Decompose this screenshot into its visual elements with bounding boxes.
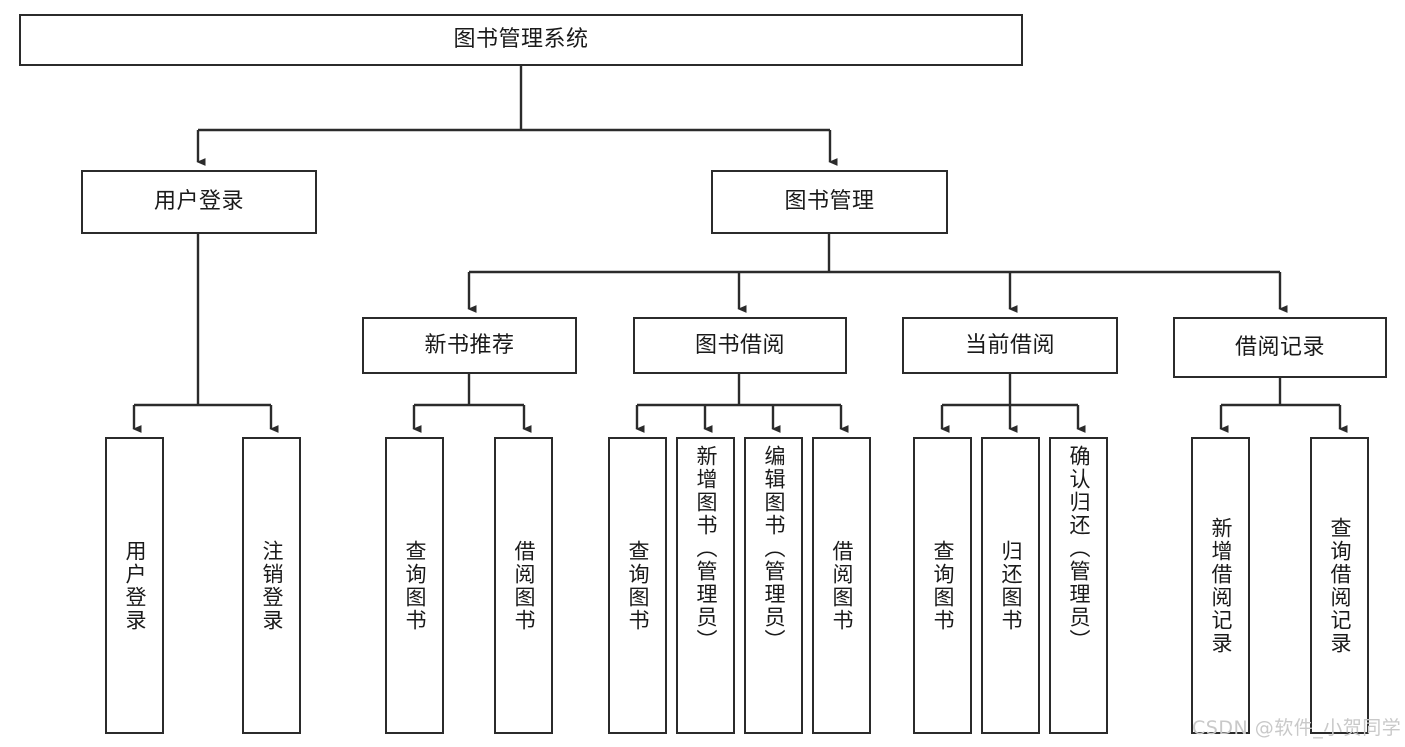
leaf-label: 查询图书 <box>625 539 650 632</box>
node-book-management[interactable]: 图书管理 <box>711 170 948 234</box>
leaf-current-confirm-return[interactable]: 确认归还（管理员） <box>1049 437 1108 734</box>
node-book-borrow-label: 图书借阅 <box>694 332 785 358</box>
watermark-text: CSDN @软件_小贺同学 <box>1192 717 1402 739</box>
node-borrow-record[interactable]: 借阅记录 <box>1173 317 1387 378</box>
node-root-label: 图书管理系统 <box>453 27 589 53</box>
node-new-book-recommend-label: 新书推荐 <box>424 332 515 358</box>
node-current-borrow[interactable]: 当前借阅 <box>902 317 1118 374</box>
leaf-label: 借阅图书 <box>511 539 536 632</box>
leaf-borrow-query-book[interactable]: 查询图书 <box>608 437 667 734</box>
leaf-borrow-borrow-book[interactable]: 借阅图书 <box>812 437 871 734</box>
node-new-book-recommend[interactable]: 新书推荐 <box>362 317 577 374</box>
leaf-label: 新增借阅记录 <box>1208 516 1233 655</box>
leaf-label: 新增图书（管理员） <box>693 445 718 652</box>
leaf-label: 注销登录 <box>259 539 284 632</box>
leaf-new-book-query[interactable]: 查询图书 <box>385 437 444 734</box>
leaf-label: 查询图书 <box>402 539 427 632</box>
node-borrow-record-label: 借阅记录 <box>1234 334 1325 360</box>
leaf-record-add[interactable]: 新增借阅记录 <box>1191 437 1250 734</box>
leaf-new-book-borrow[interactable]: 借阅图书 <box>494 437 553 734</box>
leaf-borrow-add-book[interactable]: 新增图书（管理员） <box>676 437 735 734</box>
leaf-label: 借阅图书 <box>829 539 854 632</box>
leaf-user-login-logout[interactable]: 注销登录 <box>242 437 301 734</box>
node-book-borrow[interactable]: 图书借阅 <box>633 317 847 374</box>
leaf-current-return-book[interactable]: 归还图书 <box>981 437 1040 734</box>
node-book-management-label: 图书管理 <box>784 189 875 215</box>
node-root[interactable]: 图书管理系统 <box>19 14 1023 66</box>
leaf-label: 确认归还（管理员） <box>1066 445 1091 652</box>
leaf-label: 用户登录 <box>122 539 147 632</box>
leaf-label: 编辑图书（管理员） <box>761 445 786 652</box>
node-user-login[interactable]: 用户登录 <box>81 170 317 234</box>
node-current-borrow-label: 当前借阅 <box>964 332 1055 358</box>
leaf-label: 归还图书 <box>998 539 1023 632</box>
leaf-current-query-book[interactable]: 查询图书 <box>913 437 972 734</box>
leaf-label: 查询图书 <box>930 539 955 632</box>
leaf-record-query[interactable]: 查询借阅记录 <box>1310 437 1369 734</box>
leaf-user-login-login[interactable]: 用户登录 <box>105 437 164 734</box>
leaf-borrow-edit-book[interactable]: 编辑图书（管理员） <box>744 437 803 734</box>
node-user-login-label: 用户登录 <box>153 189 244 215</box>
leaf-label: 查询借阅记录 <box>1327 516 1352 655</box>
